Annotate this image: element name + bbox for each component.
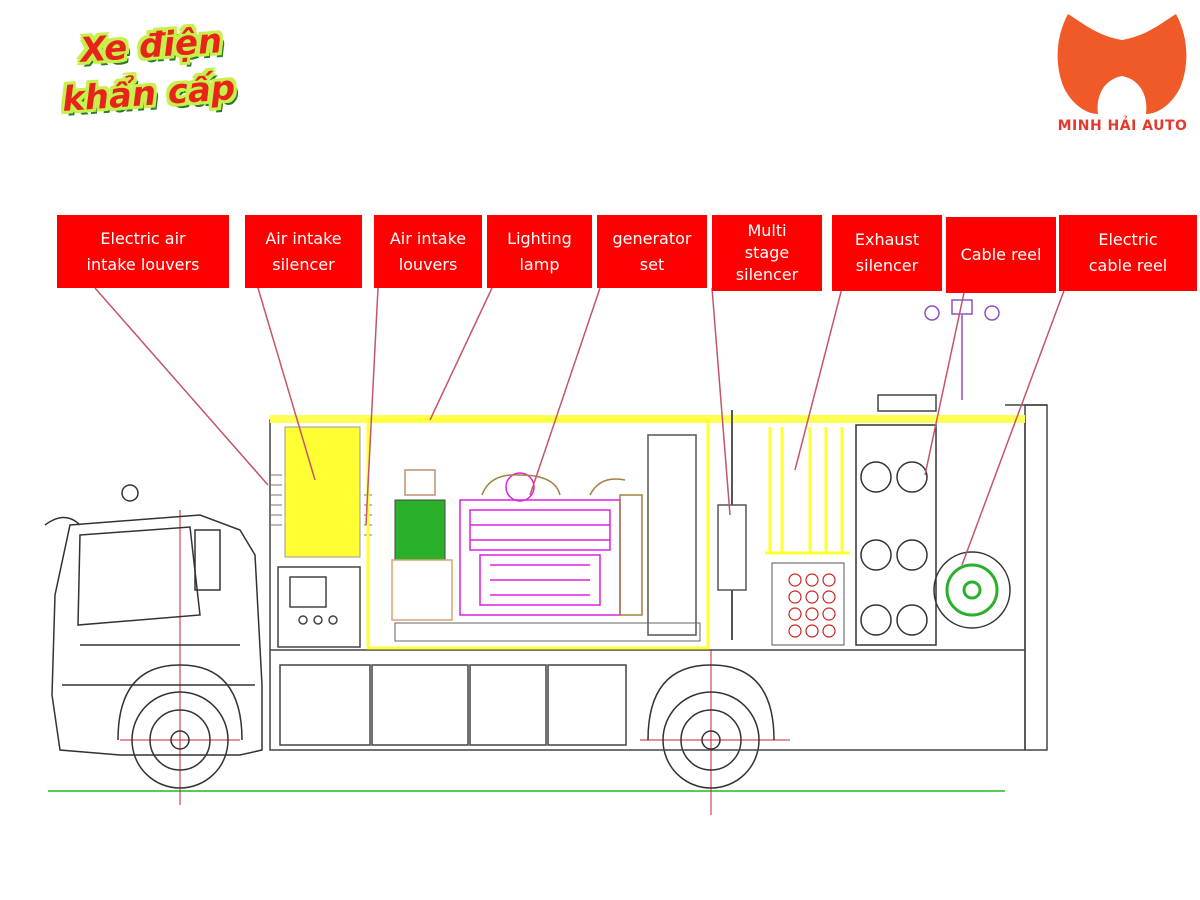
- brand-name: MINH HẢI AUTO: [1057, 118, 1188, 134]
- generator-compartment: [366, 418, 710, 650]
- air-intake-silencer-block: [284, 426, 361, 558]
- exhaust-silencer-tubes: [765, 427, 850, 555]
- leader-lines: [94, 287, 1066, 566]
- mask-logo-icon: [1057, 14, 1187, 114]
- label-electric-air-intake-louvers: Electric air intake louvers: [57, 215, 229, 288]
- truck-body: [269, 404, 1048, 751]
- generator-engine: [459, 472, 621, 616]
- truck-drawing: [44, 287, 1066, 815]
- label-exhaust-silencer: Exhaust silencer: [832, 215, 942, 291]
- label-generator-set: generator set: [597, 215, 707, 288]
- light-mast: [924, 299, 1000, 400]
- label-multi-stage-silencer: Multi stage silencer: [712, 215, 822, 291]
- label-air-intake-louvers: Air intake louvers: [374, 215, 482, 288]
- truck-cab: [44, 484, 263, 756]
- brand-logo-left-line1: Xe điện: [78, 21, 224, 71]
- brand-logo-left: Xe điện khẩn cấp: [58, 21, 248, 142]
- label-lighting-lamp: Lighting lamp: [487, 215, 592, 288]
- brand-logo-right: MINH HẢI AUTO: [1050, 6, 1195, 141]
- label-electric-cable-reel: Electric cable reel: [1059, 215, 1197, 291]
- exhaust-grid: [788, 573, 836, 638]
- cable-reels: [855, 424, 937, 646]
- centerlines: [120, 510, 790, 815]
- multi-stage-silencer-body: [717, 504, 747, 591]
- control-panel-green: [394, 499, 446, 561]
- label-air-intake-silencer: Air intake silencer: [245, 215, 362, 288]
- wheels: [117, 664, 775, 789]
- brand-logo-left-line2: khẩn cấp: [60, 68, 237, 120]
- label-cable-reel: Cable reel: [946, 217, 1056, 293]
- radiator: [647, 434, 697, 636]
- electric-cable-reel-drawing: [933, 551, 1011, 629]
- truck-diagram: Electric air intake louvers Air intake s…: [0, 195, 1200, 835]
